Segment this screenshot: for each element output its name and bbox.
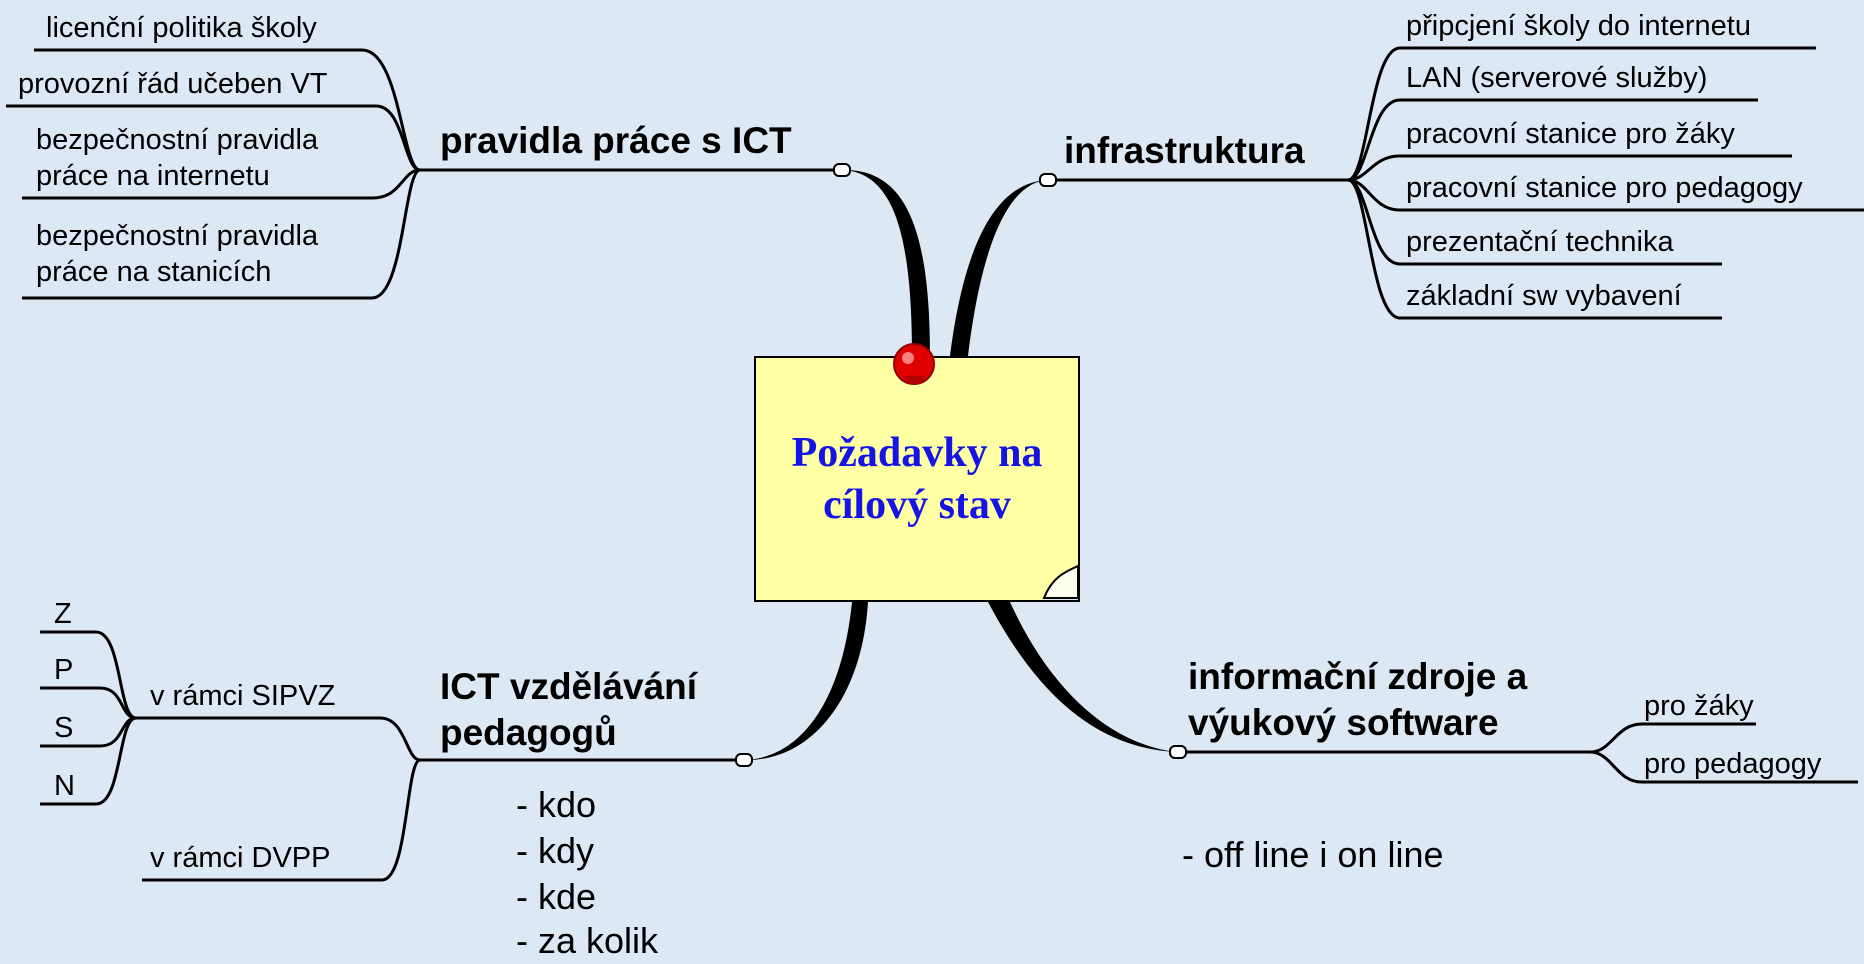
handle-resources bbox=[1169, 745, 1187, 759]
infrastructure-item[interactable]: LAN (serverové služby) bbox=[1406, 62, 1708, 94]
education-note: - kdy bbox=[516, 830, 595, 871]
infrastructure-item[interactable]: pracovní stanice pro pedagogy bbox=[1406, 172, 1803, 204]
rule-item[interactable]: provozní řád učeben VT bbox=[18, 68, 328, 100]
rule-item[interactable]: licenční politika školy bbox=[46, 12, 317, 44]
infrastructure-item[interactable]: základní sw vybavení bbox=[1406, 280, 1682, 312]
infrastructure-item[interactable]: prezentační technika bbox=[1406, 226, 1674, 258]
handle-infrastructure bbox=[1039, 173, 1057, 187]
branch-infrastructure-label[interactable]: infrastruktura bbox=[1064, 130, 1305, 171]
infrastructure-item[interactable]: připcjení školy do internetu bbox=[1406, 10, 1751, 42]
handle-education bbox=[735, 753, 753, 767]
trunk-resources bbox=[988, 602, 1176, 752]
resources-item[interactable]: pro pedagogy bbox=[1644, 748, 1822, 780]
sipvz-level[interactable]: S bbox=[54, 712, 74, 744]
pushpin-icon bbox=[893, 343, 935, 385]
branch-rules-label[interactable]: pravidla práce s ICT bbox=[440, 120, 792, 161]
trunk-education bbox=[744, 602, 868, 761]
trunk-rules bbox=[842, 169, 930, 356]
page-curl-icon bbox=[1042, 564, 1078, 600]
sipvz-level[interactable]: N bbox=[54, 770, 75, 802]
education-note: - kde bbox=[516, 876, 597, 917]
resources-item[interactable]: pro žáky bbox=[1644, 690, 1754, 722]
education-sipvz[interactable]: v rámci SIPVZ bbox=[150, 680, 336, 712]
education-dvpp[interactable]: v rámci DVPP bbox=[150, 842, 331, 874]
branch-resources-label[interactable]: informační zdroje a výukový software bbox=[1188, 656, 1528, 743]
rule-item[interactable]: bezpečnostní pravidla práce na internetu bbox=[36, 124, 319, 192]
education-note: - za kolik bbox=[516, 920, 659, 961]
education-note: - kdo bbox=[516, 784, 597, 825]
sipvz-level[interactable]: Z bbox=[54, 598, 72, 630]
trunk-infrastructure bbox=[950, 180, 1048, 356]
center-title: Požadavky na cílový stav bbox=[791, 430, 1043, 528]
branch-education-label[interactable]: ICT vzdělávání pedagogů bbox=[440, 666, 698, 753]
handle-rules bbox=[833, 163, 851, 177]
rule-item[interactable]: bezpečnostní pravidla práce na stanicích bbox=[36, 220, 319, 288]
center-node[interactable]: Požadavky na cílový stav bbox=[754, 356, 1080, 602]
resources-note: - off line i on line bbox=[1182, 834, 1444, 875]
sipvz-level[interactable]: P bbox=[54, 654, 74, 686]
infrastructure-item[interactable]: pracovní stanice pro žáky bbox=[1406, 118, 1735, 150]
